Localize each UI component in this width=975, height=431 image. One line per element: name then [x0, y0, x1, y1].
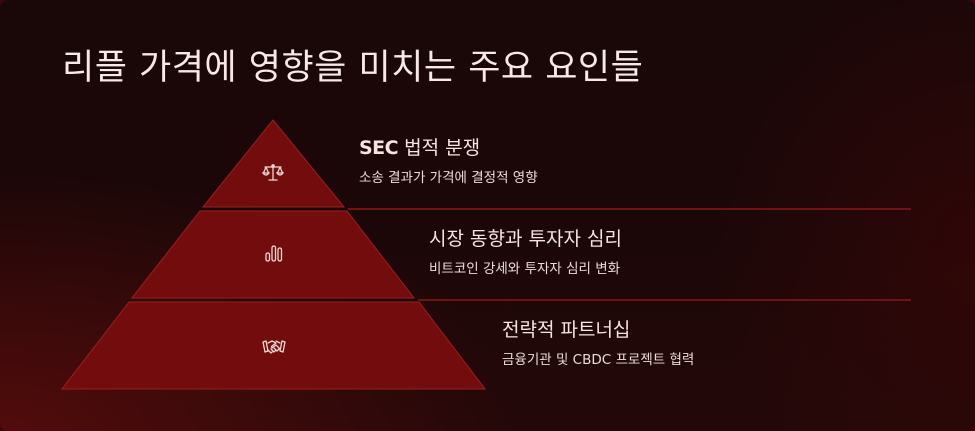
tier-1-label: SEC 법적 분쟁 소송 결과가 가격에 결정적 영향 [359, 135, 538, 188]
pyramid-tier-2 [130, 210, 416, 299]
bar-chart-icon [265, 245, 283, 262]
tier-1-title: SEC 법적 분쟁 [359, 135, 538, 161]
tier-1-title-prefix: SEC [359, 137, 399, 159]
tier-2-title: 시장 동향과 투자자 심리 [429, 228, 622, 250]
page-title: 리플 가격에 영향을 미치는 주요 요인들 [62, 48, 644, 88]
tier-1-title-rest: 법적 분쟁 [398, 137, 481, 159]
tier-1-subtitle: 소송 결과가 가격에 결정적 영향 [359, 170, 538, 186]
tier-3-title: 전략적 파트너십 [502, 319, 631, 341]
tier-2-subtitle: 비트코인 강세와 투자자 심리 변화 [429, 261, 621, 277]
tier-3-label: 전략적 파트너십 금융기관 및 CBDC 프로젝트 협력 [502, 317, 694, 370]
tier-2-label: 시장 동향과 투자자 심리 비트코인 강세와 투자자 심리 변화 [429, 226, 622, 279]
scales-icon [261, 164, 285, 181]
tier-divider-2 [418, 299, 911, 301]
handshake-icon [262, 340, 286, 354]
pyramid-tier-1 [201, 119, 346, 208]
tier-3-subtitle: 금융기관 및 CBDC 프로젝트 협력 [502, 352, 695, 368]
tier-divider-1 [348, 208, 911, 210]
